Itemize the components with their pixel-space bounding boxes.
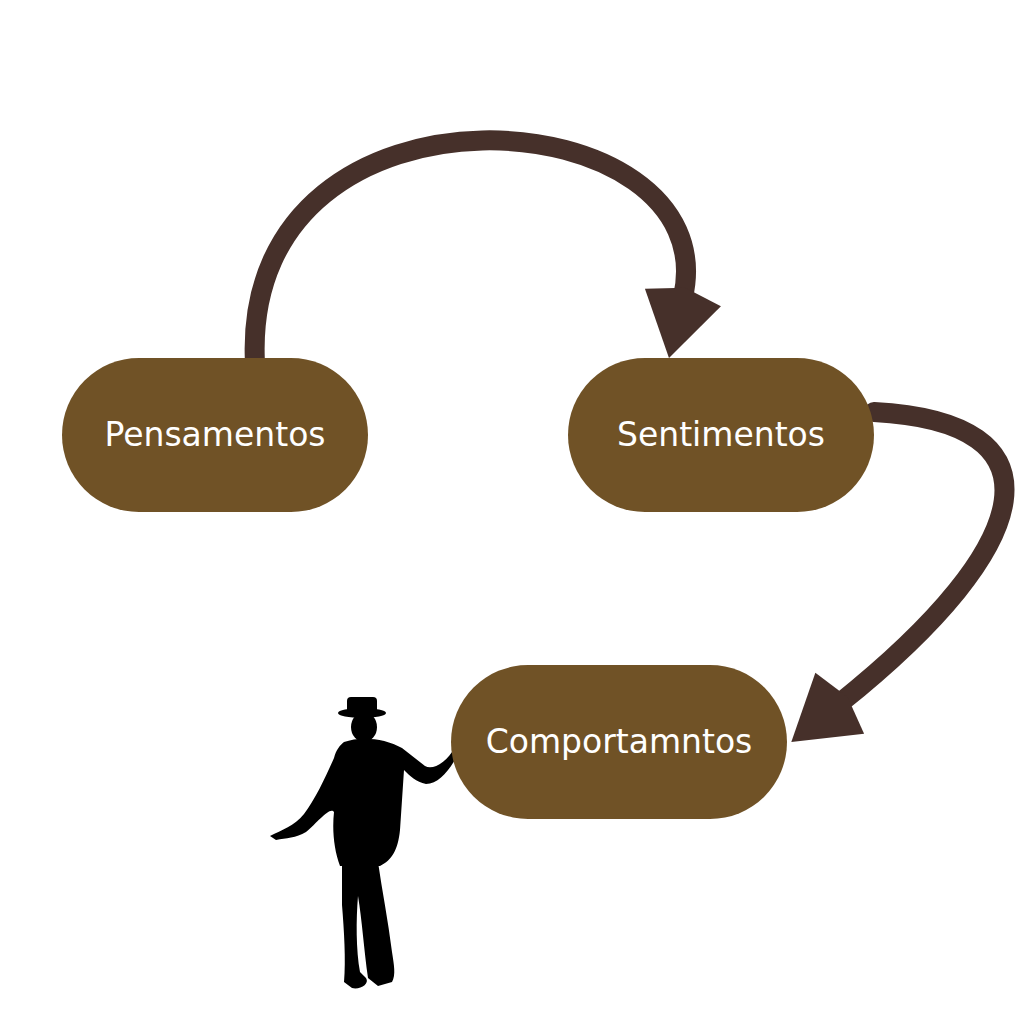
arrow-head [791, 673, 864, 742]
arrow-shaft [255, 140, 686, 358]
arrow-head [645, 288, 721, 358]
pill-box: Pensamentos [62, 358, 368, 512]
pill-box: Sentimentos [568, 358, 874, 512]
node-label: Pensamentos [104, 415, 325, 455]
node-label: Sentimentos [617, 415, 825, 455]
curved-arrow [255, 140, 721, 358]
dancing-man-silhouette [270, 697, 465, 988]
node-label: Comportamntos [486, 722, 753, 762]
pill-box: Comportamntos [451, 665, 788, 819]
